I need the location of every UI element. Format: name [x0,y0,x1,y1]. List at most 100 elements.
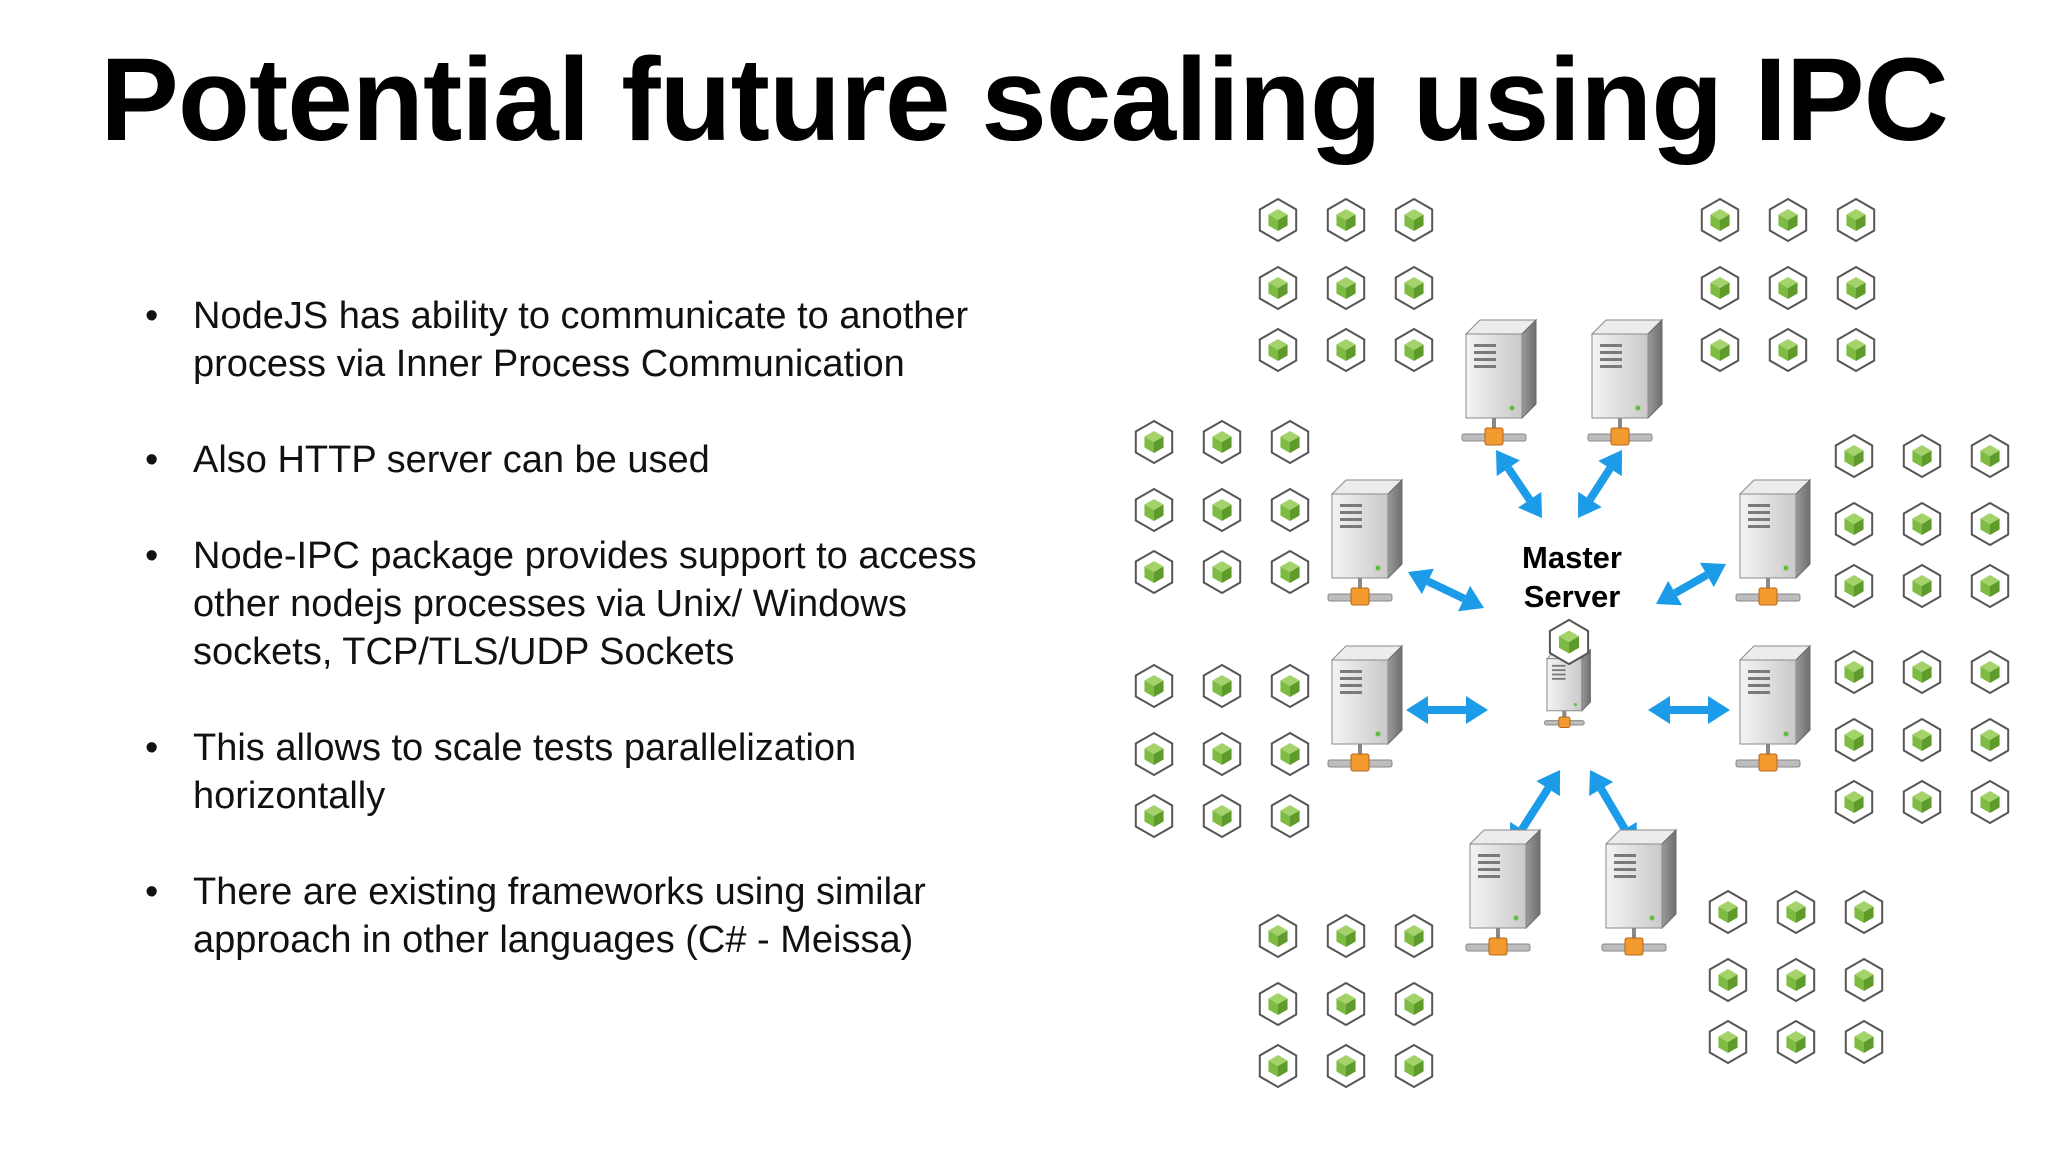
nodejs-hexagon-icon [1326,913,1366,959]
nodejs-hexagon-icon [1326,981,1366,1027]
nodejs-hexagon-icon [1844,957,1884,1003]
server-tower-icon [1601,828,1678,956]
nodejs-hexagon-icon [1776,957,1816,1003]
nodejs-hexagon-icon [1134,731,1174,777]
nodejs-hexagon-icon [1258,1043,1298,1089]
nodejs-hexagon-icon [1776,1019,1816,1065]
server-layer [1327,318,1812,956]
nodejs-hexagon-icon [1270,549,1310,595]
worker-node-cluster [1134,419,1310,595]
bullet-text: Also HTTP server can be used [193,439,710,481]
bullet-dot: • [145,295,159,337]
nodejs-hexagon-icon [1270,419,1310,465]
connection-layer [1406,450,1730,848]
nodejs-hexagon-icon [1708,957,1748,1003]
slide-title: Potential future scaling using IPC [100,34,1949,166]
nodejs-hexagon-icon [1270,793,1310,839]
nodejs-hexagon-icon [1700,197,1740,243]
nodejs-hexagon-icon [1844,1019,1884,1065]
nodejs-hexagon-icon [1902,501,1942,547]
worker-node-cluster [1258,913,1434,1089]
nodejs-hexagon-icon [1836,327,1876,373]
bullet-dot: • [145,727,159,769]
bullet-text: This allows to scale tests parallelizati… [193,727,857,817]
master-label-line1: Master [1522,540,1622,575]
nodejs-hexagon-icon [1834,779,1874,825]
nodejs-hexagon-icon [1768,197,1808,243]
nodejs-hexagon-icon [1902,563,1942,609]
bullet-item: • There are existing frameworks using si… [145,868,1025,964]
master-server-label: Master Server [1522,540,1622,614]
nodejs-hexagon-icon [1700,265,1740,311]
nodejs-hexagon-icon [1134,793,1174,839]
nodejs-hexagon-icon [1270,663,1310,709]
nodejs-hexagon-icon [1394,265,1434,311]
server-tower-icon [1327,478,1404,606]
nodejs-hexagon-icon [1902,779,1942,825]
bullet-text: There are existing frameworks using simi… [193,871,926,961]
master-server [1544,618,1592,729]
bullet-text: Node-IPC package provides support to acc… [193,535,977,673]
bullet-item: • NodeJS has ability to communicate to a… [145,292,1025,388]
bidirectional-arrow-icon [1408,568,1484,612]
bullet-item: • This allows to scale tests paralleliza… [145,724,1025,820]
nodejs-hexagon-icon [1768,265,1808,311]
worker-node-layer [1134,197,2010,1089]
nodejs-hexagon-icon [1202,731,1242,777]
nodejs-hexagon-icon [1394,913,1434,959]
nodejs-hexagon-icon [1202,487,1242,533]
bidirectional-arrow-icon [1656,562,1726,606]
nodejs-hexagon-icon [1834,649,1874,695]
bullet-dot: • [145,535,159,577]
nodejs-hexagon-icon [1258,327,1298,373]
nodejs-hexagon-icon [1834,501,1874,547]
worker-node-cluster [1834,433,2010,609]
nodejs-hexagon-icon [1836,197,1876,243]
nodejs-hexagon-icon [1834,563,1874,609]
nodejs-hexagon-icon [1326,327,1366,373]
worker-node-cluster [1700,197,1876,373]
nodejs-hexagon-icon [1700,327,1740,373]
nodejs-hexagon-icon [1394,1043,1434,1089]
nodejs-hexagon-icon [1768,327,1808,373]
nodejs-hexagon-icon [1326,1043,1366,1089]
nodejs-hexagon-icon [1258,913,1298,959]
nodejs-hexagon-icon [1836,265,1876,311]
nodejs-hexagon-icon [1970,563,2010,609]
worker-node-cluster [1708,889,1884,1065]
nodejs-hexagon-icon [1548,618,1590,666]
nodejs-hexagon-icon [1394,981,1434,1027]
nodejs-hexagon-icon [1776,889,1816,935]
nodejs-hexagon-icon [1970,779,2010,825]
nodejs-hexagon-icon [1708,889,1748,935]
nodejs-hexagon-icon [1134,419,1174,465]
nodejs-hexagon-icon [1970,501,2010,547]
master-label-line2: Server [1524,579,1621,614]
nodejs-hexagon-icon [1258,265,1298,311]
nodejs-hexagon-icon [1708,1019,1748,1065]
nodejs-hexagon-icon [1834,433,1874,479]
nodejs-hexagon-icon [1844,889,1884,935]
server-tower-icon [1735,478,1812,606]
nodejs-hexagon-icon [1970,649,2010,695]
server-tower-icon [1587,318,1664,446]
server-tower-icon [1461,318,1538,446]
bidirectional-arrow-icon [1648,696,1730,724]
bullet-item: • Node-IPC package provides support to a… [145,532,1025,676]
bullet-dot: • [145,871,159,913]
bidirectional-arrow-icon [1406,696,1488,724]
nodejs-hexagon-icon [1202,663,1242,709]
server-tower-icon [1465,828,1542,956]
bullet-dot: • [145,439,159,481]
worker-node-cluster [1258,197,1434,373]
nodejs-hexagon-icon [1270,731,1310,777]
nodejs-hexagon-icon [1326,265,1366,311]
worker-node-cluster [1834,649,2010,825]
nodejs-hexagon-icon [1134,663,1174,709]
nodejs-hexagon-icon [1326,197,1366,243]
nodejs-hexagon-icon [1970,717,2010,763]
bullet-list: • NodeJS has ability to communicate to a… [145,292,1025,1012]
nodejs-hexagon-icon [1134,487,1174,533]
nodejs-hexagon-icon [1134,549,1174,595]
worker-node-cluster [1134,663,1310,839]
